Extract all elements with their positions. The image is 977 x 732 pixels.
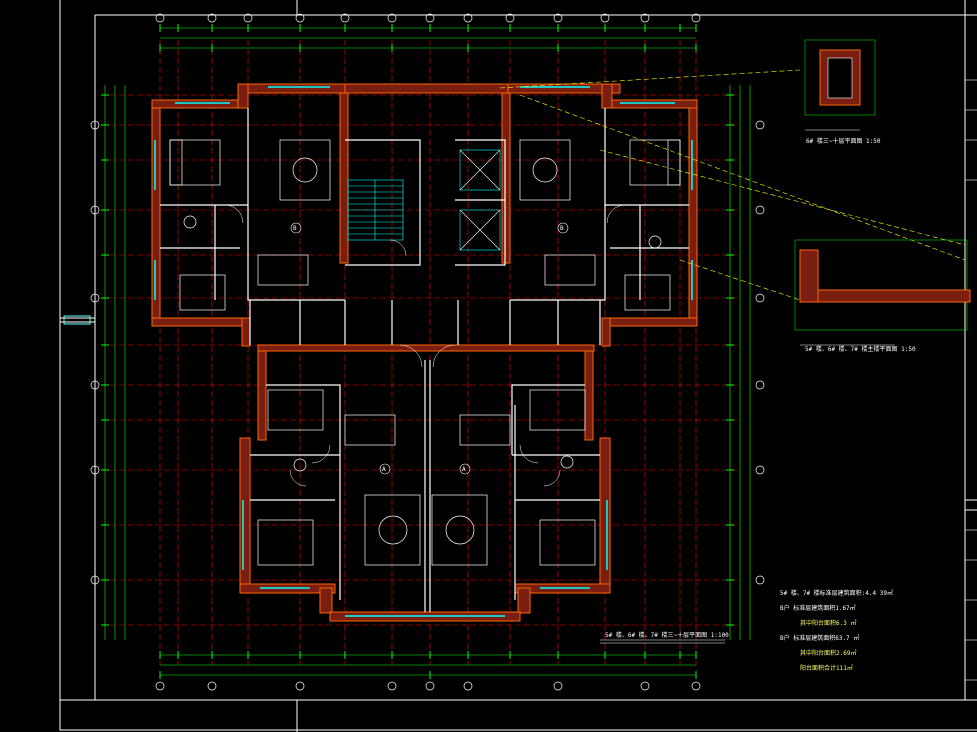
door-swings	[224, 204, 626, 487]
walls-upper	[151, 83, 698, 347]
room-tag-b-right: B	[560, 225, 564, 232]
title-underlines	[600, 639, 725, 644]
room-tags	[290, 222, 569, 475]
detail-leaders	[499, 69, 966, 301]
detail-right	[794, 239, 971, 346]
plan-title: 5# 楼、6# 楼、7# 楼三~十层平面图 1:100	[605, 632, 729, 639]
dimension-ticks	[101, 24, 734, 679]
dimension-lines	[104, 27, 751, 676]
furniture	[169, 139, 681, 566]
axis-bubbles	[90, 13, 765, 691]
area-note-4: B户 标准层建筑面积63.7 ㎡	[780, 635, 860, 642]
area-note-2: B户 标准层建筑面积1.67㎡	[780, 605, 856, 612]
room-tag-b-left: B	[293, 225, 297, 232]
detail-top	[804, 39, 876, 131]
detail-right-title: 5# 楼、6# 楼、7# 楼主楼平面图 1:50	[805, 346, 916, 353]
stair-core	[347, 149, 501, 251]
area-note-5: 其中阳台面积2.69㎡	[800, 650, 857, 657]
room-tag-a-left: A	[382, 466, 386, 473]
area-note-1: 5# 楼、7# 楼标准层建筑面积:4.4 39㎡	[780, 590, 893, 597]
title-block-ticks	[965, 79, 977, 681]
area-note-6: 阳台面积合计111㎡	[800, 665, 853, 672]
area-note-3: 其中阳台面积6.3 ㎡	[800, 620, 857, 627]
detail-top-title: 6# 楼三~十层平面图 1:50	[806, 138, 881, 145]
windows	[154, 86, 693, 617]
drawing-frame	[59, 0, 977, 732]
interior-walls	[160, 108, 689, 612]
room-tag-a-right: A	[462, 466, 466, 473]
